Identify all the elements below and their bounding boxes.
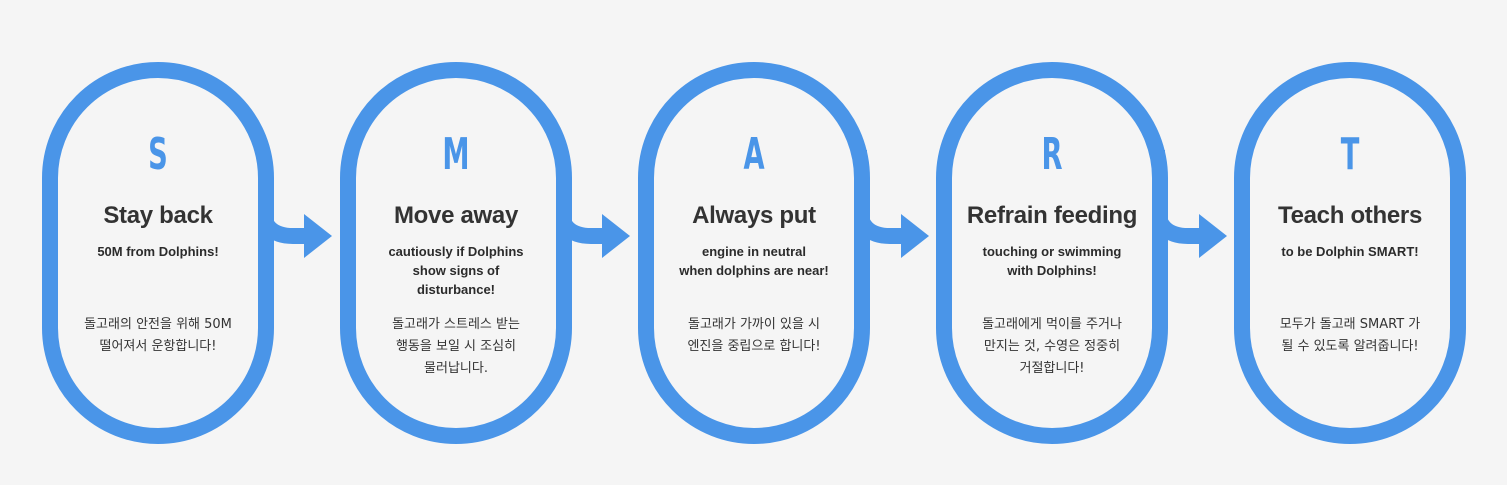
step-letter: S: [148, 129, 168, 180]
step-letter: A: [743, 129, 765, 180]
step-card-a: A Always put engine in neutral when dolp…: [638, 62, 870, 444]
step-korean-text: 돌고래가 가까이 있을 시 엔진을 중립으로 합니다!: [687, 317, 821, 354]
step-title: Refrain feeding: [966, 202, 1138, 229]
step-title: Teach others: [1278, 202, 1422, 229]
step-title: Move away: [393, 202, 519, 229]
step-title: Always put: [692, 202, 816, 229]
step-korean-text: 돌고래가 스트레스 받는 행동을 보일 시 조심히 물러납니다.: [392, 317, 520, 376]
step-korean-text: 모두가 돌고래 SMART 가 될 수 있도록 알려줍니다!: [1279, 317, 1421, 354]
step-card-m: M Move away cautiously if Dolphins show …: [340, 62, 572, 444]
step-letter: R: [1041, 129, 1063, 180]
step-letter: T: [1340, 129, 1360, 180]
step-subtitle: engine in neutral when dolphins are near…: [679, 244, 829, 278]
step-card-t: T Teach others to be Dolphin SMART! 모두가 …: [1234, 62, 1466, 444]
step-title: Stay back: [103, 202, 213, 229]
step-korean-text: 돌고래에게 먹이를 주거나 만지는 것, 수영은 정중히 거절합니다!: [982, 317, 1122, 376]
step-subtitle: 50M from Dolphins!: [97, 244, 219, 259]
step-card-r: R Refrain feeding touching or swimming w…: [936, 62, 1168, 444]
step-subtitle: cautiously if Dolphins show signs of dis…: [388, 244, 524, 297]
step-korean-text: 돌고래의 안전을 위해 50M 떨어져서 운항합니다!: [84, 317, 232, 354]
step-subtitle: touching or swimming with Dolphins!: [982, 244, 1122, 278]
step-card-s: S Stay back 50M from Dolphins! 돌고래의 안전을 …: [42, 62, 274, 444]
step-letter: M: [442, 129, 470, 180]
step-subtitle: to be Dolphin SMART!: [1281, 244, 1419, 259]
